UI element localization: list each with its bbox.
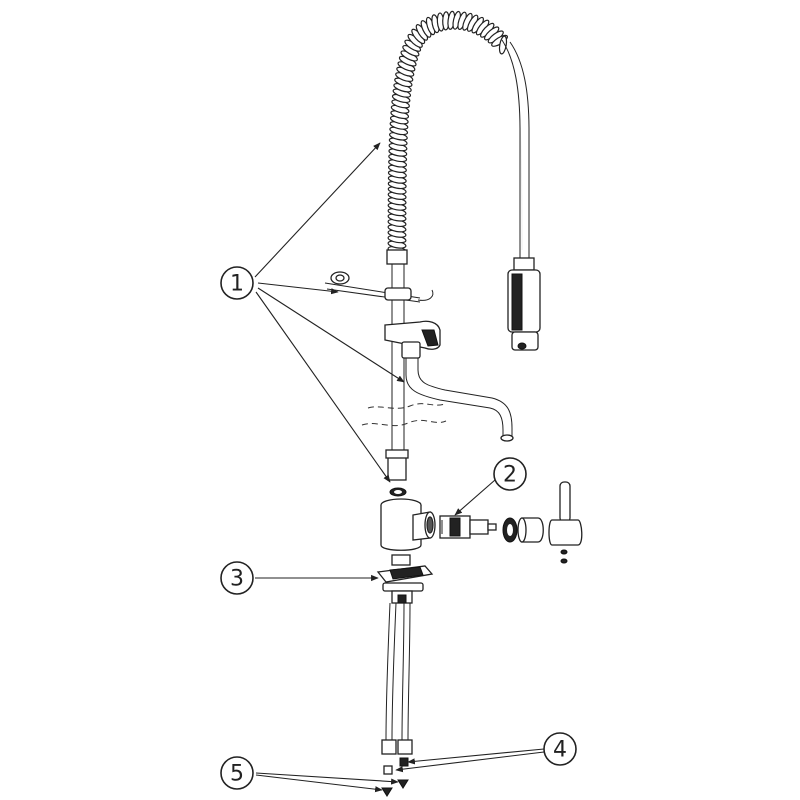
callout-5-label: 5 [230,762,244,787]
coil-spring [387,10,523,255]
break-lines [361,403,447,427]
base-body [380,498,436,551]
screws [381,779,409,797]
mounting-kit [376,554,434,604]
callout-1-label: 1 [230,272,244,297]
callout-4: 4 [543,732,577,766]
leader-lines [254,142,545,793]
filters [383,757,409,775]
callout-1: 1 [220,266,254,300]
cartridge-cap [517,517,544,543]
callout-4-label: 4 [553,738,567,763]
callout-2-label: 2 [503,463,517,488]
valve-body [384,320,441,359]
coil-loop [498,35,508,55]
callout-3-label: 3 [230,567,244,592]
swivel-spout [405,358,514,442]
riser-tube [385,249,409,481]
supply-hoses [381,602,413,755]
callout-3: 3 [220,561,254,595]
spray-head [507,257,541,351]
wall-bracket [324,271,434,303]
flexible-hose [501,39,530,258]
callout-5: 5 [220,756,254,790]
cartridge [439,515,497,539]
cartridge-nut [502,517,518,543]
callout-2: 2 [493,457,527,491]
lever-handle [548,481,583,564]
